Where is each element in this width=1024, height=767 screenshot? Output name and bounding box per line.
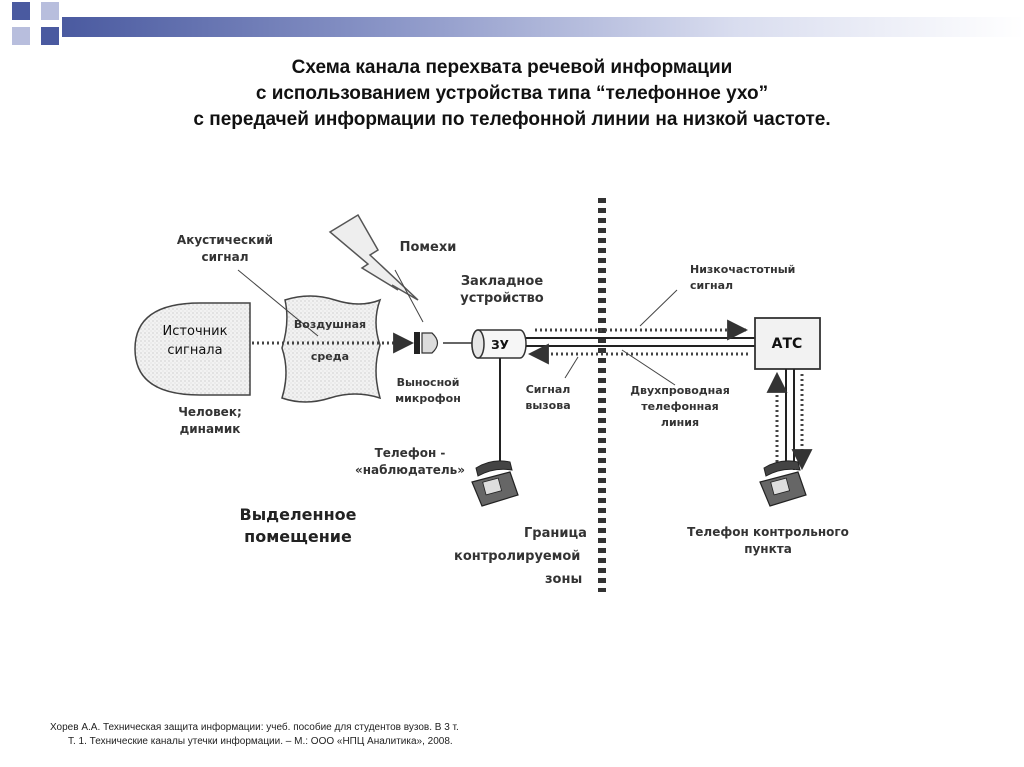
corner-square-4 [41, 27, 59, 45]
title-line-1: Схема канала перехвата речевой информаци… [291, 57, 733, 78]
boundary-label-3: зоны [545, 572, 582, 587]
observer-phone-label-1: Телефон - [375, 446, 446, 460]
human-label-2: динамик [180, 422, 241, 436]
remote-mic-label-1: Выносной [397, 376, 460, 389]
slide-title: Схема канала перехвата речевой информаци… [0, 55, 1024, 133]
call-signal-label-1: Сигнал [526, 383, 571, 396]
observer-phone-icon [471, 460, 519, 507]
two-wire-leader [621, 349, 676, 386]
acoustic-signal-leader [237, 269, 319, 337]
embedded-device-label-1: Закладное [461, 274, 544, 289]
two-wire-label-3: линия [661, 416, 699, 429]
room-label-1: Выделенное [240, 505, 357, 524]
corner-square-1 [12, 2, 30, 20]
source-label-2: сигнала [167, 343, 222, 358]
two-wire-label-1: Двухпроводная [630, 384, 730, 397]
air-label-2: среда [311, 350, 349, 363]
call-signal-label-2: вызова [525, 399, 570, 412]
citation-line-1: Хорев А.А. Техническая защита информации… [50, 722, 459, 733]
noise-leader [394, 269, 424, 323]
call-signal-leader [564, 356, 579, 379]
boundary-label-2: контролируемой [454, 549, 580, 564]
acoustic-signal-label-1: Акустический [177, 233, 273, 247]
control-phone-label-1: Телефон контрольного [687, 525, 849, 539]
two-wire-label-2: телефонная [641, 400, 719, 413]
boundary-label-1: Граница [524, 526, 587, 541]
air-label-1: Воздушная [294, 318, 366, 331]
observer-phone-label-2: «наблюдатель» [355, 463, 465, 477]
signal-source-shape [134, 302, 251, 396]
remote-mic-label-2: микрофон [395, 392, 461, 405]
ats-label: АТС [772, 336, 803, 352]
microphone-base [414, 332, 420, 354]
microphone-icon [421, 332, 439, 354]
title-line-3: с передачей информации по телефонной лин… [193, 109, 831, 130]
citation: Хорев А.А. Техническая защита информации… [50, 721, 459, 749]
ats-box [754, 317, 821, 370]
low-freq-label-1: Низкочастотный [690, 263, 795, 276]
room-label-2: помещение [244, 527, 352, 546]
embedded-device-label-2: устройство [460, 291, 544, 306]
noise-lightning-icon [328, 213, 419, 301]
citation-line-2: Т. 1. Технические каналы утечки информац… [68, 736, 453, 747]
acoustic-signal-label-2: сигнал [202, 250, 249, 264]
source-label-1: Источник [163, 324, 228, 339]
air-medium-shape [281, 295, 382, 403]
zu-label: ЗУ [491, 338, 509, 352]
low-freq-label-2: сигнал [690, 279, 733, 292]
low-freq-leader [639, 289, 678, 327]
control-phone-label-2: пункта [744, 542, 792, 556]
control-phone-icon [759, 460, 807, 507]
noise-label: Помехи [400, 240, 457, 255]
corner-square-2 [41, 2, 59, 20]
header-bar [62, 17, 1024, 37]
title-line-2: с использованием устройства типа “телефо… [255, 83, 769, 104]
corner-square-3 [12, 27, 30, 45]
zu-device-end [471, 329, 485, 359]
human-label-1: Человек; [178, 405, 242, 419]
